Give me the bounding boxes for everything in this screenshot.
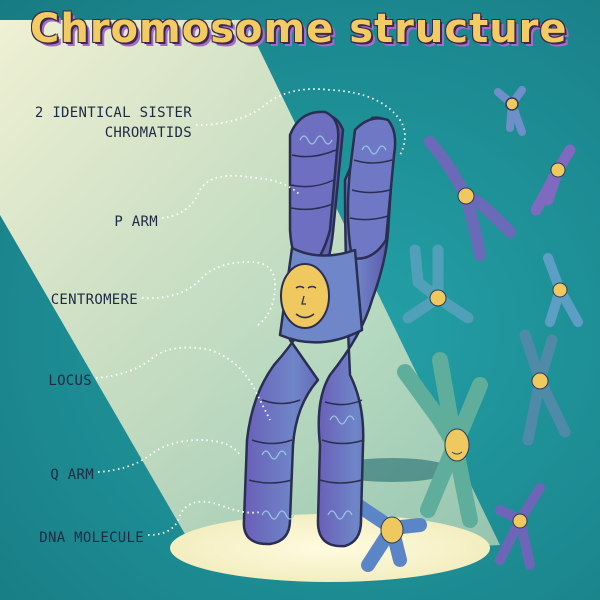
dna-squiggle (261, 135, 387, 520)
pointer-p-arm (161, 174, 301, 219)
small-chromosome (402, 244, 474, 324)
small-chromosome (495, 483, 545, 570)
label-q-arm: Q ARM (50, 467, 94, 483)
label-dna-molecule: DNA MOLECULE (39, 530, 144, 546)
centromere-face (280, 263, 330, 329)
pointer-dna (147, 500, 261, 536)
pointer-locus (95, 346, 271, 421)
small-chromosome (530, 144, 576, 216)
pointer-q-arm (97, 439, 241, 473)
label-p-arm: P ARM (114, 214, 158, 230)
small-chromosome-face (397, 352, 488, 528)
small-chromosome (494, 86, 526, 136)
chromosome-bands (248, 149, 393, 484)
small-chromosome-face (343, 493, 427, 572)
pointer-lines (95, 88, 406, 536)
p-arm-right (346, 117, 397, 260)
small-chromosome (543, 253, 583, 327)
spotlight-beam (0, 20, 500, 560)
label-locus: LOCUS (48, 373, 92, 389)
small-chromosome (424, 136, 516, 261)
label-centromere: CENTROMERE (50, 292, 138, 308)
small-chromosome (519, 329, 571, 446)
page-title: Chromosome structure (30, 6, 568, 52)
label-sister-chromatids: 2 IDENTICAL SISTER CHROMATIDS (34, 105, 192, 141)
